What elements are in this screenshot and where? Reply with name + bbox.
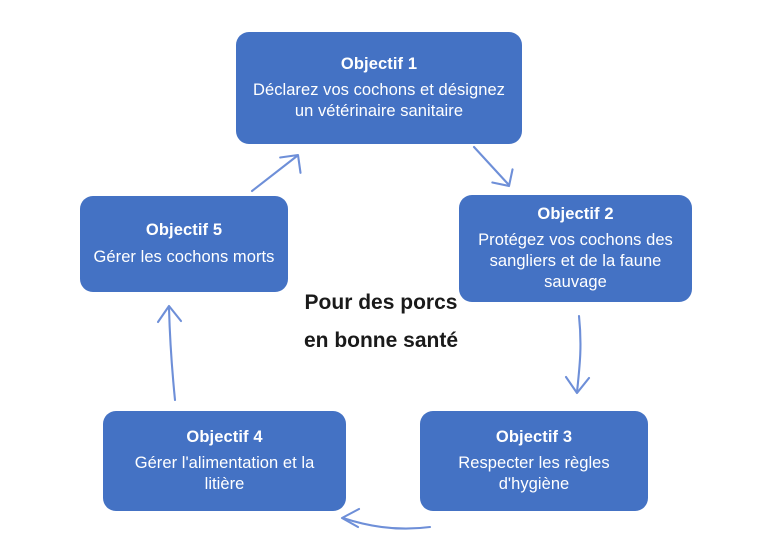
node-objectif-2-title: Objectif 2 [537, 204, 614, 223]
node-objectif-4-title: Objectif 4 [186, 427, 263, 446]
node-objectif-2[interactable]: Objectif 2 Protégez vos cochons des sang… [459, 195, 692, 302]
arrow-1-to-2 [472, 145, 514, 188]
center-title-line-2: en bonne santé [303, 329, 459, 352]
node-objectif-3-title: Objectif 3 [495, 427, 573, 446]
node-objectif-3[interactable]: Objectif 3 Respecter les règles d'hygièn… [420, 411, 648, 511]
node-objectif-1[interactable]: Objectif 1 Déclarez vos cochons et désig… [236, 32, 522, 144]
center-title: Pour des porcs en bonne santé [236, 292, 526, 351]
node-objectif-2-body: Protégez vos cochons des sangliers et de… [478, 230, 673, 292]
node-objectif-4[interactable]: Objectif 4 Gérer l'alimentation et la li… [103, 411, 346, 511]
node-objectif-5-title: Objectif 5 [145, 221, 223, 240]
arrow-3-to-4 [340, 507, 432, 530]
arrow-2-to-3 [564, 314, 591, 395]
center-title-line-1: Pour des porcs [304, 291, 458, 314]
arrow-5-to-1 [250, 153, 302, 193]
node-objectif-5[interactable]: Objectif 5 Gérer les cochons morts [80, 196, 288, 292]
node-objectif-1-title: Objectif 1 [340, 54, 418, 73]
node-objectif-1-body: Déclarez vos cochons et désignez un vété… [253, 80, 505, 121]
arrow-4-to-5 [156, 304, 183, 402]
node-objectif-5-body: Gérer les cochons morts [93, 247, 275, 266]
node-objectif-3-body: Respecter les règles d'hygiène [458, 453, 610, 494]
node-objectif-4-body: Gérer l'alimentation et la litière [134, 453, 315, 494]
